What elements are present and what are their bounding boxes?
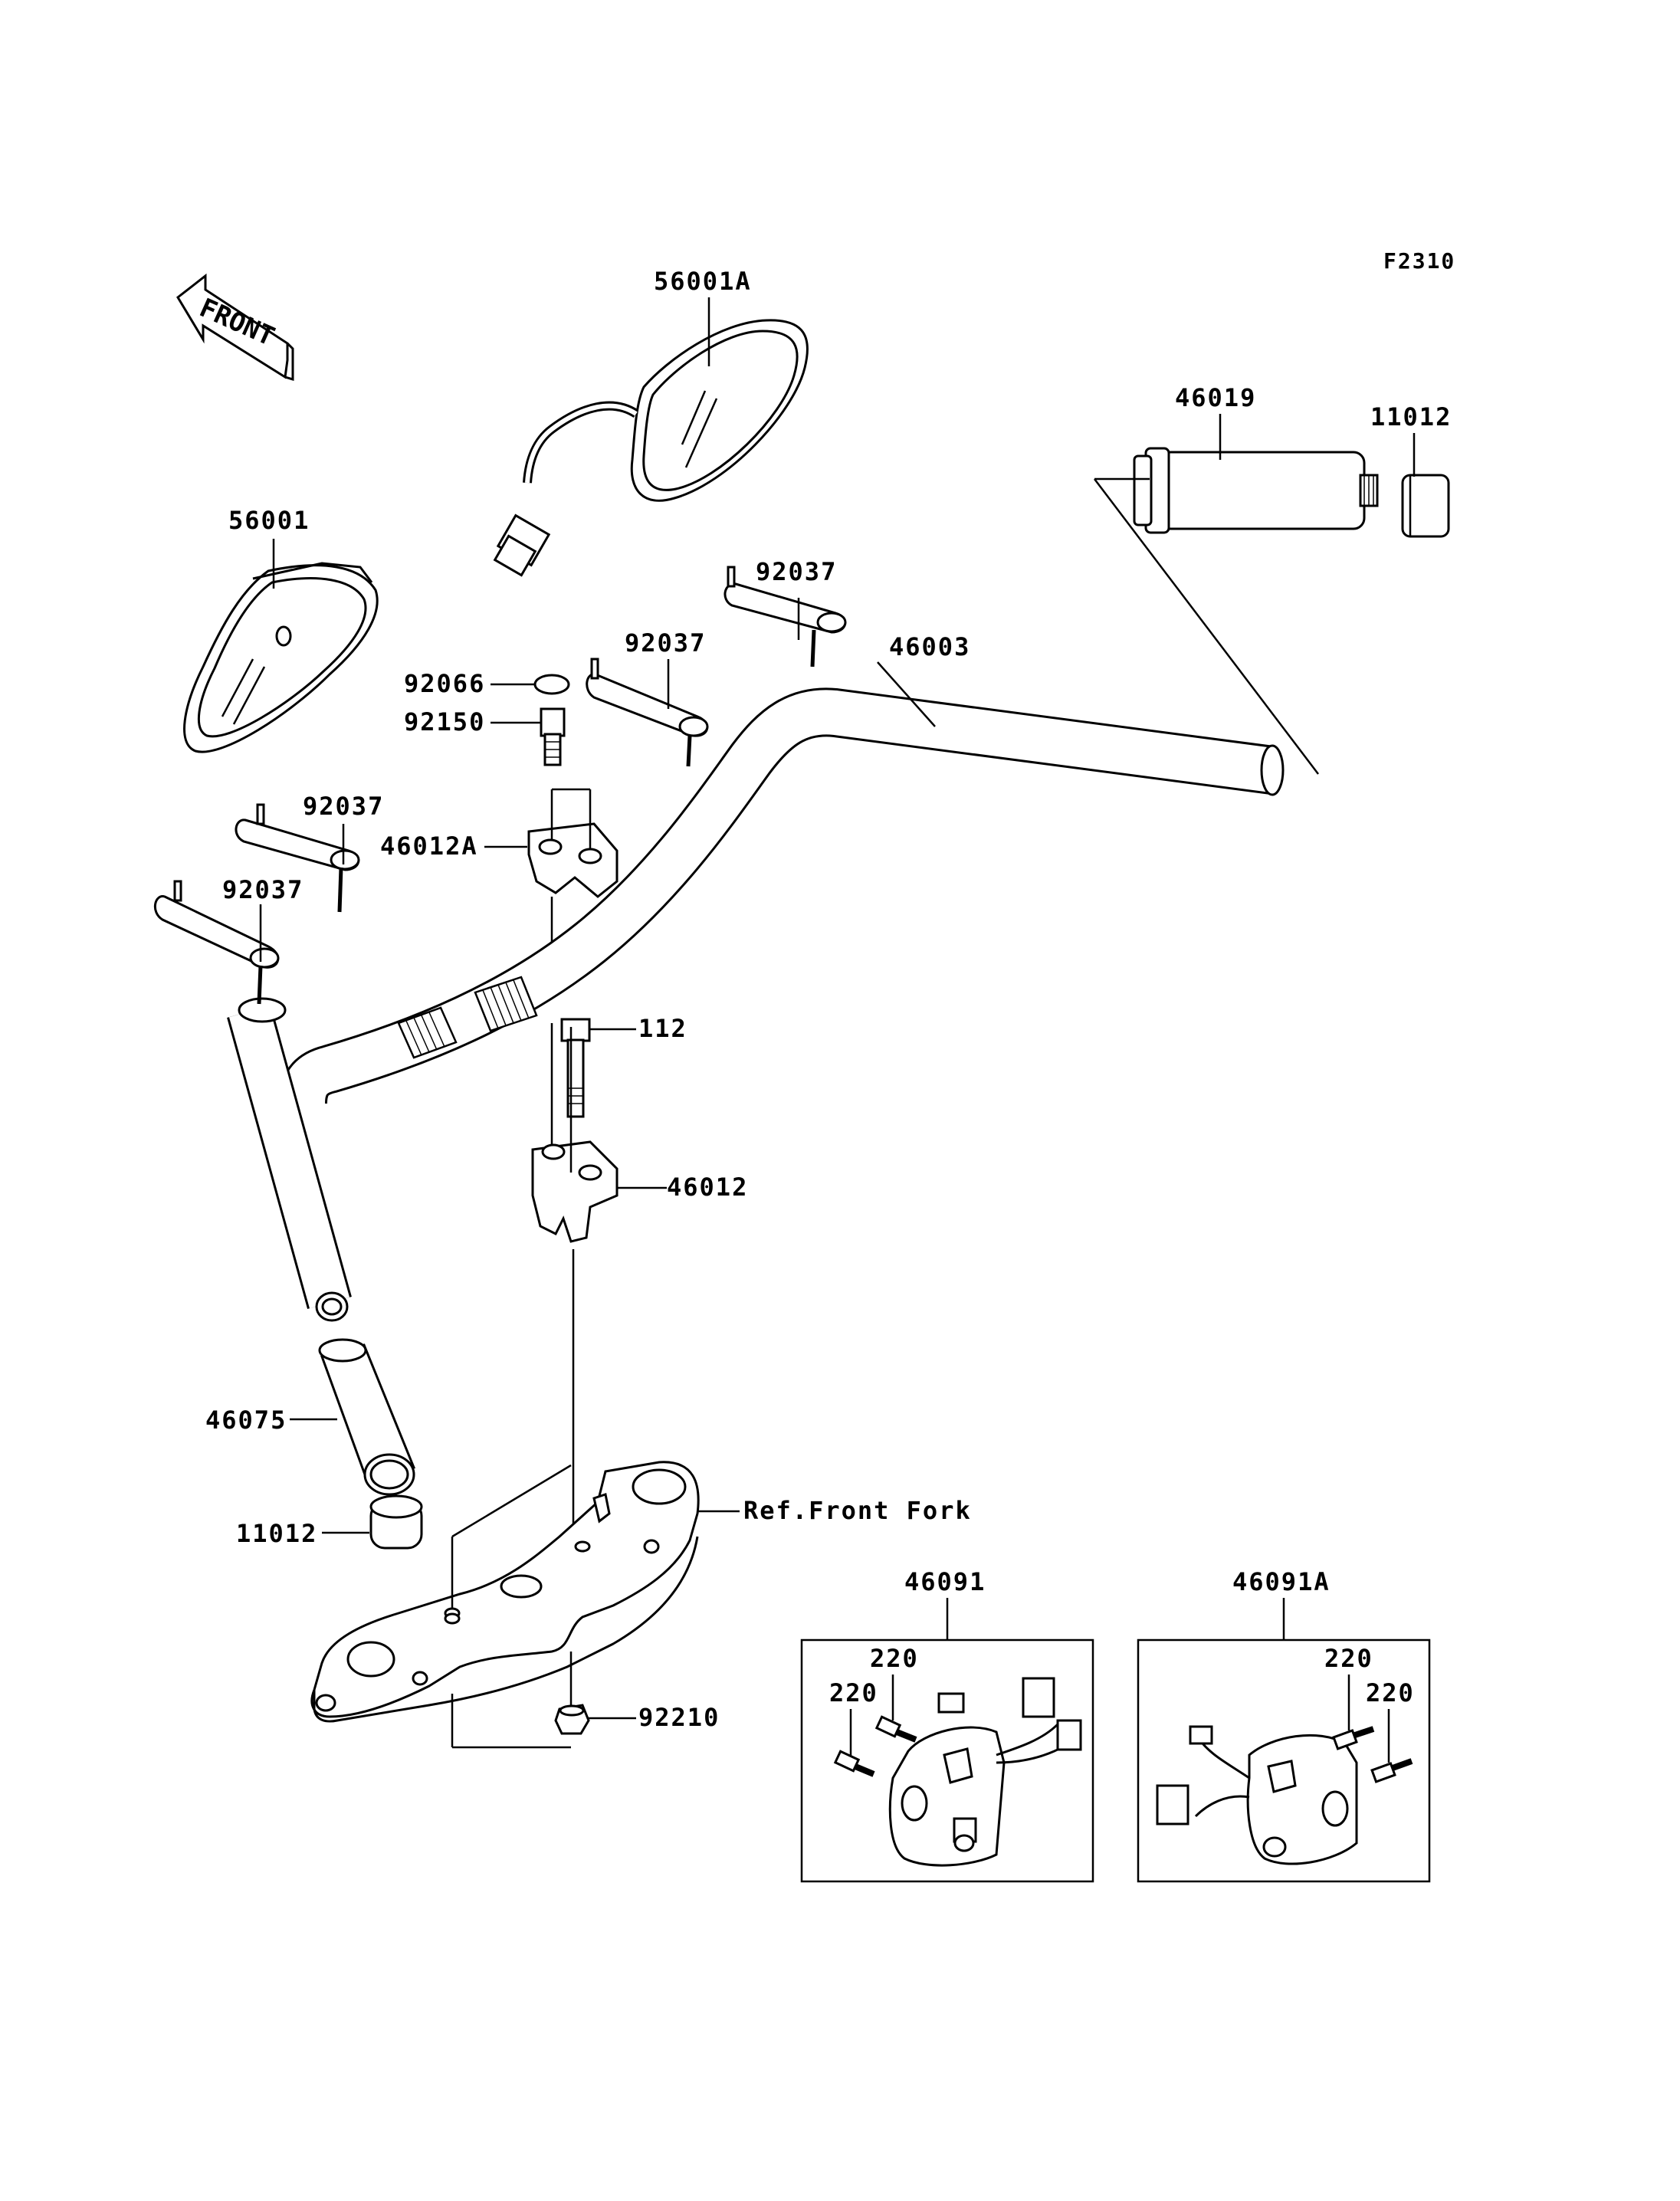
switch-housing-right [888, 1677, 1082, 1867]
label-92066: 92066 [404, 669, 485, 698]
clamp-lower [531, 1140, 619, 1243]
grip-right [1133, 447, 1379, 534]
label-46019: 46019 [1175, 383, 1256, 412]
label-92037-b: 92037 [625, 628, 706, 658]
screw-left-2 [1370, 1758, 1413, 1783]
label-92037-d: 92037 [222, 875, 304, 904]
bolt-92150 [540, 707, 566, 766]
label-220-r2: 220 [829, 1678, 878, 1707]
label-92037-c: 92037 [303, 792, 384, 821]
screw-right-1 [874, 1715, 917, 1743]
label-220-r1: 220 [870, 1644, 919, 1673]
ref-front-fork: Ref.Front Fork [743, 1496, 972, 1525]
diagram-code: F2310 [1383, 248, 1455, 274]
bolt-112 [560, 1018, 591, 1118]
switch-housing-left [1156, 1725, 1358, 1865]
cap-left [369, 1494, 423, 1550]
screw-right-2 [833, 1750, 875, 1777]
nut-92210 [554, 1704, 590, 1735]
label-46003: 46003 [889, 632, 970, 661]
grip-left [318, 1338, 415, 1496]
label-46091A: 46091A [1232, 1567, 1331, 1596]
cap-right [1401, 474, 1450, 538]
front-arrow-icon: FRONT [176, 273, 294, 382]
holder-a [724, 566, 847, 668]
holder-b [586, 658, 709, 767]
label-56001: 56001 [228, 506, 310, 535]
holder-d [153, 880, 280, 1005]
knurl-section [397, 976, 538, 1059]
label-11012-right: 11012 [1370, 402, 1452, 431]
screw-left-1 [1332, 1726, 1375, 1750]
label-11012-left: 11012 [236, 1519, 317, 1548]
label-56001A: 56001A [654, 267, 752, 296]
label-46012A: 46012A [380, 832, 478, 861]
label-92037-a: 92037 [756, 557, 837, 586]
label-92150: 92150 [404, 707, 485, 736]
fork-bracket [310, 1461, 700, 1723]
clamp-upper [527, 822, 619, 898]
cap-92066 [533, 674, 570, 695]
label-220-l1: 220 [1324, 1644, 1373, 1673]
label-46012: 46012 [667, 1173, 748, 1202]
label-220-l2: 220 [1366, 1678, 1415, 1707]
label-92210: 92210 [638, 1703, 720, 1732]
mirror-right [493, 319, 809, 577]
label-46091: 46091 [904, 1567, 986, 1596]
handlebar [227, 687, 1285, 1322]
label-46075: 46075 [205, 1406, 287, 1435]
label-112: 112 [638, 1014, 687, 1043]
holder-c [235, 803, 360, 913]
mirror-left [183, 562, 379, 753]
